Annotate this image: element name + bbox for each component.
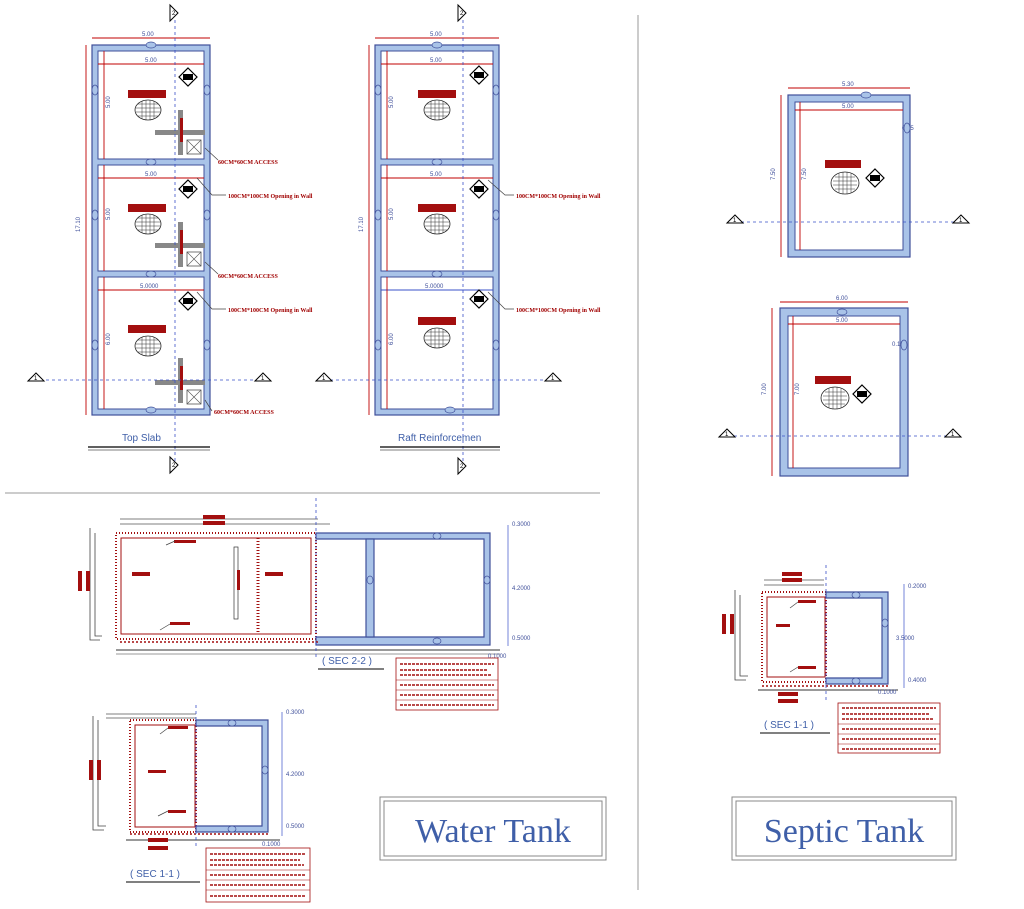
- svg-text:1: 1: [951, 432, 955, 438]
- svg-text:5.00: 5.00: [430, 58, 442, 64]
- svg-text:60CM*60CM ACCESS: 60CM*60CM ACCESS: [214, 410, 274, 416]
- top-slab-width: 5.00: [142, 32, 154, 38]
- svg-text:60CM*60CM ACCESS: 60CM*60CM ACCESS: [218, 274, 278, 280]
- water-tank-title: Water Tank: [415, 813, 571, 850]
- svg-text:0.5000: 0.5000: [286, 824, 305, 830]
- section-2-2: 0.3000 4.2000 0.5000 0.1000 ( SEC 2-2 ): [78, 498, 531, 711]
- svg-text:0.1000: 0.1000: [488, 654, 507, 660]
- svg-text:5.00: 5.00: [106, 96, 112, 108]
- opening-label: 100CM*100CM Opening in Wall: [228, 194, 313, 200]
- svg-text:2: 2: [172, 463, 176, 469]
- raft-width: 5.00: [430, 32, 442, 38]
- svg-text:0.1000: 0.1000: [878, 690, 897, 696]
- svg-text:1: 1: [959, 218, 963, 224]
- svg-text:2: 2: [172, 11, 176, 17]
- svg-text:5.0000: 5.0000: [140, 284, 159, 290]
- svg-text:5.00: 5.00: [836, 318, 848, 324]
- svg-text:0.5000: 0.5000: [512, 636, 531, 642]
- svg-text:5.00: 5.00: [145, 172, 157, 178]
- septic-plan-bottom: 6.00 5.00 7.00 7.00 0.15 1 1: [717, 296, 963, 477]
- svg-text:5.00: 5.00: [430, 172, 442, 178]
- svg-text:7.50: 7.50: [771, 168, 777, 180]
- svg-text:1: 1: [551, 376, 555, 382]
- svg-text:1: 1: [725, 432, 729, 438]
- svg-text:2: 2: [460, 11, 464, 17]
- svg-text:0.1000: 0.1000: [262, 842, 281, 848]
- svg-text:0.4000: 0.4000: [908, 678, 927, 684]
- svg-text:7.50: 7.50: [802, 168, 808, 180]
- sec-2-2-title: ( SEC 2-2 ): [322, 656, 372, 667]
- svg-text:0.3000: 0.3000: [512, 522, 531, 528]
- svg-text:100CM*100CM Opening in Wall: 100CM*100CM Opening in Wall: [516, 194, 601, 200]
- svg-text:0.3000: 0.3000: [286, 710, 305, 716]
- raft-plan: 5.00 5.00 5.00 5.0000 17.10 5.00 5.00 6.…: [314, 3, 601, 476]
- svg-text:3.5000: 3.5000: [896, 636, 915, 642]
- section-marker: 2 2 1 1: [26, 3, 273, 475]
- svg-text:0.15: 0.15: [892, 342, 904, 348]
- svg-text:5.00: 5.00: [842, 104, 854, 110]
- svg-text:1: 1: [322, 376, 326, 382]
- top-slab-length: 17.10: [76, 216, 82, 232]
- pipe-crossing: [155, 110, 205, 405]
- svg-text:6.00: 6.00: [836, 296, 848, 302]
- notes-box: [205, 847, 311, 903]
- svg-text:5.0000: 5.0000: [425, 284, 444, 290]
- septic-tank-title: Septic Tank: [764, 813, 924, 850]
- svg-text:1: 1: [34, 376, 38, 382]
- svg-text:6.00: 6.00: [389, 333, 395, 345]
- svg-text:100CM*100CM Opening in Wall: 100CM*100CM Opening in Wall: [228, 308, 313, 314]
- septic-tank-title-box: Septic Tank: [731, 796, 957, 861]
- svg-text:5.00: 5.00: [389, 208, 395, 220]
- sec-1-1-water-title: ( SEC 1-1 ): [130, 869, 180, 880]
- raft-caption: Raft Reinforcemen: [398, 433, 481, 444]
- grate-icon: [418, 90, 456, 349]
- top-slab-plan: 5.00 5.00 5.00 5.0000 17.10 5.00 5.00 6.…: [26, 3, 313, 475]
- svg-text:7.00: 7.00: [795, 383, 801, 395]
- svg-text:2: 2: [460, 464, 464, 470]
- section-1-1-septic: 0.2000 3.5000 0.4000 0.1000 ( SEC 1-1 ): [722, 565, 941, 754]
- svg-text:100CM*100CM Opening in Wall: 100CM*100CM Opening in Wall: [516, 308, 601, 314]
- section-1-1-water: 0.3000 4.2000 0.5000 0.1000 ( SEC 1-1 ): [89, 705, 311, 903]
- top-slab-caption: Top Slab: [122, 433, 161, 444]
- access-label: 60CM*60CM ACCESS: [218, 160, 278, 166]
- svg-text:5.00: 5.00: [106, 208, 112, 220]
- grate-icon: [128, 90, 166, 357]
- svg-text:1: 1: [733, 218, 737, 224]
- notes-box: [837, 702, 941, 754]
- septic-plan-top: 5.30 5.00 7.50 7.50 0.15 1 1: [725, 82, 971, 258]
- svg-text:4.2000: 4.2000: [286, 772, 305, 778]
- svg-text:5.30: 5.30: [842, 82, 854, 88]
- svg-text:7.00: 7.00: [762, 383, 768, 395]
- vent-icon: [469, 65, 489, 309]
- svg-text:5.00: 5.00: [389, 96, 395, 108]
- svg-text:4.2000: 4.2000: [512, 586, 531, 592]
- sec-1-1-septic-title: ( SEC 1-1 ): [764, 720, 814, 731]
- svg-text:17.10: 17.10: [359, 216, 365, 232]
- section-marker: 2 2 1 1: [314, 3, 563, 476]
- svg-text:6.00: 6.00: [106, 333, 112, 345]
- svg-text:5.00: 5.00: [145, 58, 157, 64]
- notes-box: [395, 657, 499, 711]
- vent-icon: [178, 67, 198, 311]
- water-tank-title-box: Water Tank: [379, 796, 607, 861]
- svg-text:1: 1: [261, 376, 265, 382]
- svg-text:0.2000: 0.2000: [908, 584, 927, 590]
